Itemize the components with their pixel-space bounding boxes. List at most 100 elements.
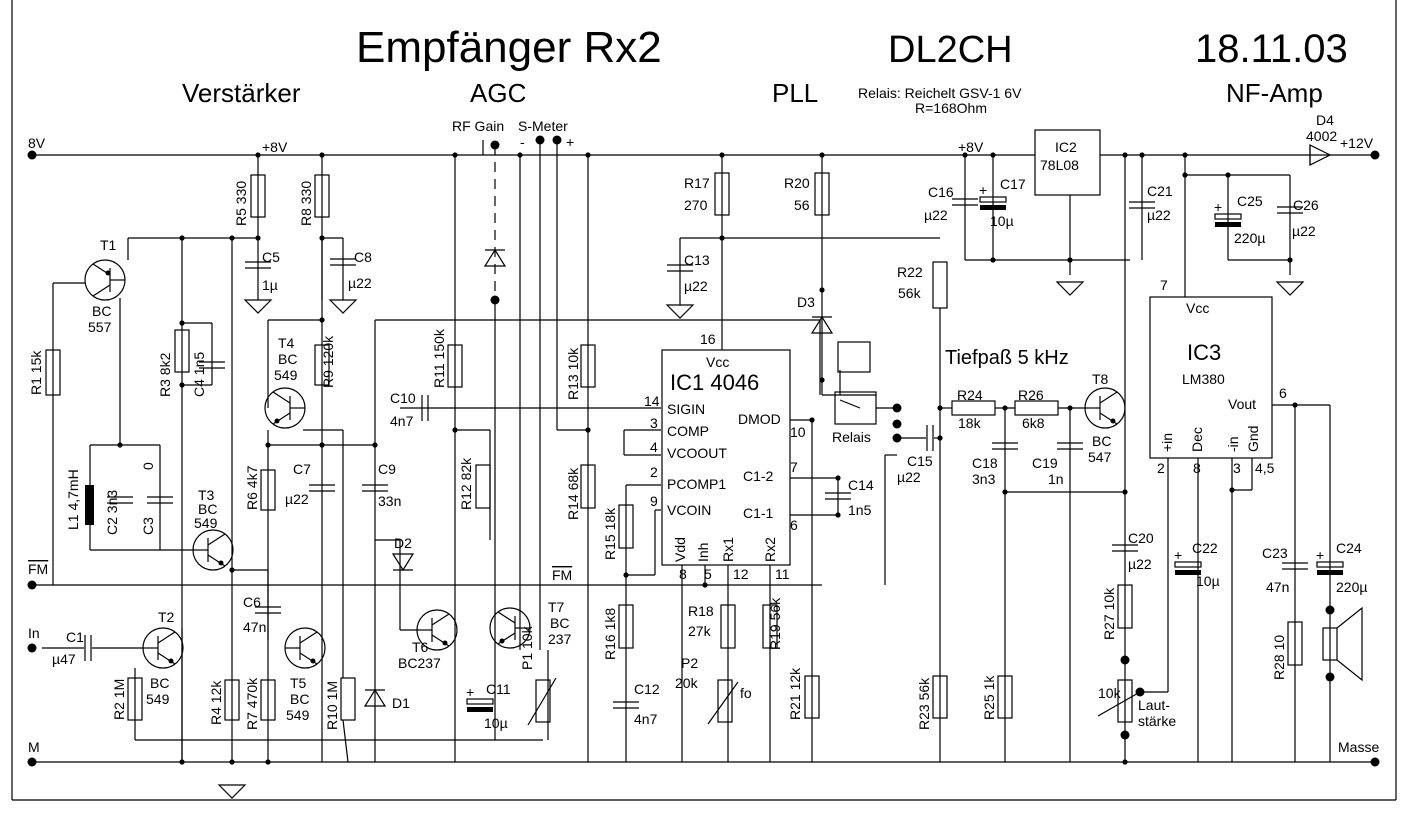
ic1-pin7: 7 [790,459,798,475]
label-r24-value: 18k [958,415,982,431]
diode-d3 [810,315,834,334]
label-c16-value: µ22 [924,207,948,223]
label-c21-value: µ22 [1147,207,1171,223]
ic1-pin2: 2 [650,464,658,480]
junction [990,257,996,263]
label-r23: R23 56k [916,677,932,730]
resistor-r20 [814,172,830,216]
potentiometer-p2-wiper [707,681,739,725]
resistor-r13 [580,344,596,388]
label-c18: C18 [972,455,998,471]
label-r22: R22 [897,264,923,280]
resistor-r28 [1287,621,1303,666]
label-t3-type2: 549 [194,515,218,531]
junction [372,442,378,448]
ic3-lm380 [1149,296,1273,459]
fm-label: FM [28,561,48,577]
potentiometer-p1 [535,679,551,723]
junction [319,317,325,323]
junction [1139,152,1145,158]
junction [937,435,943,441]
relay-switch [834,391,877,425]
junction [937,405,943,411]
ic3-gnd: Gnd [1245,426,1261,452]
label-r26-value: 6k8 [1022,415,1045,431]
label-t7-type2: 237 [548,631,572,647]
label-c15-value: µ22 [897,469,921,485]
transistor-t1 [92,284,111,297]
label-c5-value: 1µ [262,277,278,293]
rail-plus12v-label: +12V [1340,135,1374,151]
terminal-masse [1370,757,1380,767]
label-t8: T8 [1092,371,1109,387]
terminal-12v [1370,150,1380,160]
label-t5-type2: 549 [286,707,310,723]
label-c6-value: 47n [243,619,266,635]
ground-icon [328,299,358,314]
terminal-spk-1 [1325,605,1335,615]
ic1-pin4: 4 [650,439,658,455]
transistor-t3-arrow [218,560,224,566]
resistor-r21 [804,675,820,719]
junction [229,759,235,765]
resistor-r7 [260,679,276,721]
junction [452,427,458,433]
label-t4-type1: BC [278,351,297,367]
ic3-pin45: 4,5 [1255,460,1275,476]
junction [319,442,325,448]
transistor-t8-arrow [1110,418,1116,424]
resistor-r1 [45,349,61,396]
label-c4: C4 1n5 [191,352,207,397]
junction [179,320,185,326]
label-c6: C6 [243,594,261,610]
label-t2-type2: 549 [146,691,170,707]
label-c14: C14 [848,477,874,493]
input-label: In [28,625,40,641]
transistor-t2 [157,631,176,644]
transistor-t5 [299,631,318,644]
author: DL2CH [888,29,1013,71]
label-c19: C19 [1032,455,1058,471]
resistor-r2 [127,677,143,721]
transistor-t6 [431,613,450,626]
ic1-pin16: 16 [700,331,716,347]
transistor-t8 [1099,391,1118,404]
terminal-vol-3 [1135,687,1145,697]
label-r13: R13 10k [565,347,581,400]
diode-d2 [391,553,415,572]
label-c21: C21 [1147,183,1173,199]
relay-contact [839,399,861,409]
label-p2-fo: fo [740,685,752,701]
label-r28: R28 10 [1271,635,1287,680]
ic1-pin11: 11 [775,566,790,582]
label-c1-value: µ47 [52,651,76,667]
s-meter-minus: - [520,134,525,150]
speaker-icon [1336,606,1363,682]
junction [1229,487,1235,493]
resistor-r27 [1117,584,1133,629]
label-r17-value: 270 [684,197,708,213]
label-d2: D2 [394,535,412,551]
label-r12: R12 82k [458,457,474,510]
ic1-dmod: DMOD [738,411,781,427]
label-c5: C5 [262,249,280,265]
capacitor-c22 [1174,561,1202,568]
junction [319,235,325,241]
label-t8-type1: BC [1092,433,1111,449]
junction [990,152,996,158]
capacitor-c24 [1316,561,1344,568]
ground-icon [217,784,247,799]
rail-plus8v-label: +8V [262,139,288,155]
capacitor-c17 [979,196,1007,203]
resistor-r5 [250,174,266,218]
label-r4: R4 12k [208,680,224,725]
junction [517,152,523,158]
label-c8-value: µ22 [348,275,372,291]
label-r25: R25 1k [981,675,997,720]
date: 18.11.03 [1195,27,1348,71]
label-c25-value: 220µ [1234,230,1265,246]
label-vol-2: stärke [1138,713,1176,729]
resistor-r3 [174,329,190,373]
ic1-pin14: 14 [644,393,660,409]
label-c2: C2 3n3 [104,490,120,535]
